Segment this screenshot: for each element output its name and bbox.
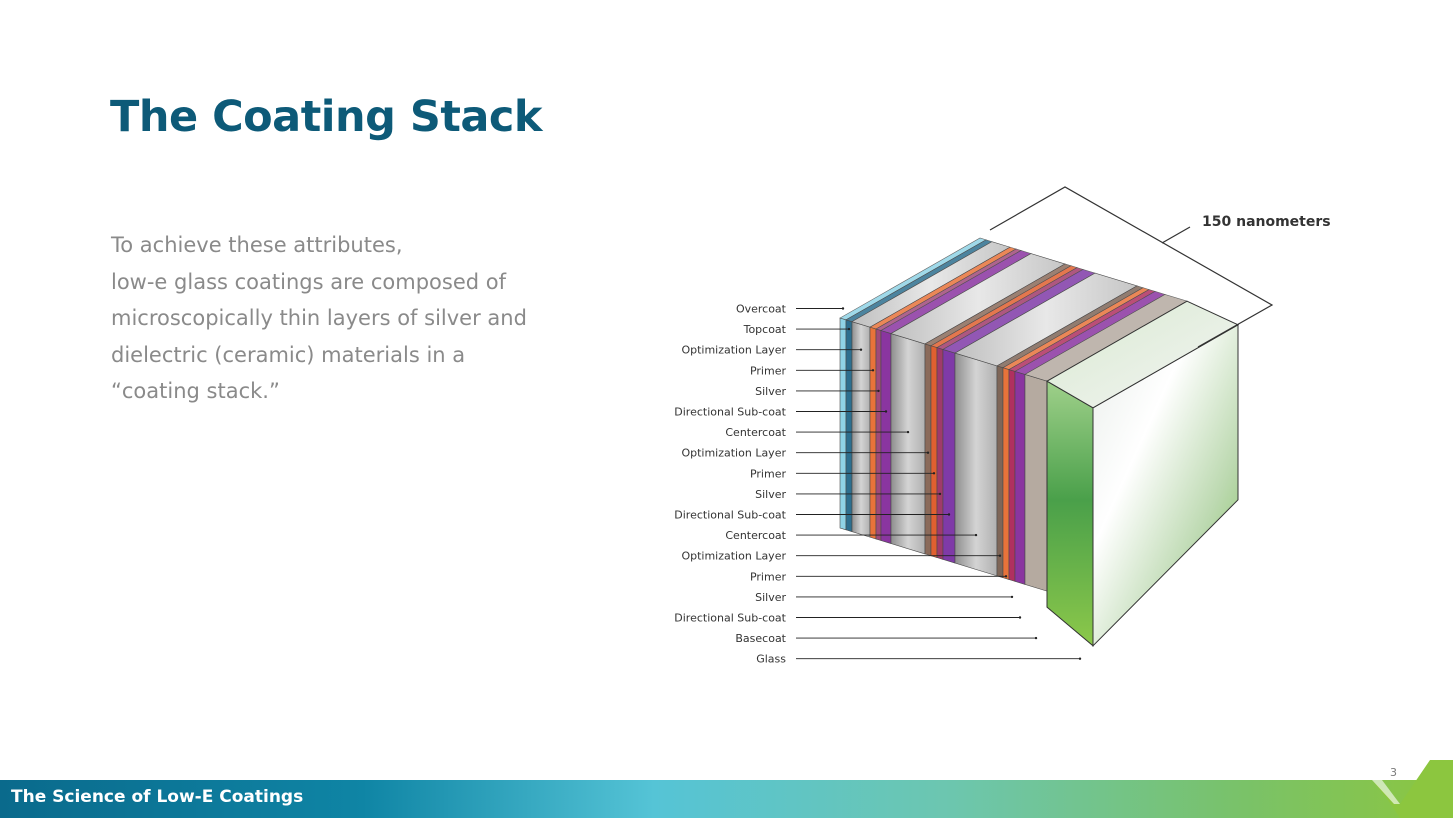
layer-slabs (839, 237, 1188, 592)
layer-label: Silver (755, 385, 786, 398)
leader-dot (974, 533, 978, 537)
layer-front-face (851, 321, 871, 538)
leader-dot (1034, 636, 1038, 640)
leader-dot (841, 307, 845, 310)
body-line: “coating stack.” (111, 379, 280, 403)
layer-front-face (890, 333, 926, 555)
body-line: low-e glass coatings are composed of (111, 269, 506, 294)
glass-block (1045, 300, 1240, 648)
layer-front-face (875, 328, 882, 541)
glass-edge-face (1046, 380, 1094, 647)
layer-front-face (996, 365, 1004, 579)
layer-label: Optimization Layer (681, 447, 786, 460)
footer-title: The Science of Low-E Coatings (11, 787, 304, 807)
leader-dot (871, 369, 875, 372)
layer-label: Overcoat (736, 303, 787, 316)
page-number: 3 (1390, 766, 1397, 779)
leader-dot (859, 348, 863, 351)
leader-dot (1004, 575, 1008, 578)
leader-dot (998, 554, 1002, 557)
layer-label: Centercoat (725, 426, 786, 439)
leader-lines (796, 307, 1082, 660)
leader-dot (932, 472, 936, 475)
leader-dot (877, 389, 880, 393)
layer-label: Silver (755, 591, 786, 604)
layer-front-face (880, 330, 892, 544)
layer-label: Primer (750, 570, 787, 583)
leader-dot (938, 492, 942, 496)
layer-front-face (1014, 370, 1026, 585)
layer-label: Basecoat (735, 632, 786, 645)
body-line: To achieve these attributes, (111, 233, 403, 257)
layer-front-face (954, 352, 998, 577)
layer-label: Centercoat (725, 529, 786, 542)
layer-label: Primer (750, 467, 787, 480)
layer-front-face (924, 343, 932, 557)
thickness-label: 150 nanometers (1202, 214, 1331, 230)
footer-band (0, 780, 1453, 818)
thickness-bracket-line (989, 186, 1274, 348)
layer-front-face (869, 326, 877, 540)
layer-front-face (845, 319, 853, 533)
leader-dot (1010, 595, 1014, 599)
layer-label: Optimization Layer (681, 344, 786, 357)
brand-checkmark-icon (1372, 760, 1453, 818)
layer-label: Glass (756, 653, 786, 666)
layer-label: Topcoat (743, 323, 787, 336)
layer-label: Directional Sub-coat (674, 612, 786, 625)
leader-dot (847, 327, 851, 331)
layer-front-face (942, 349, 956, 564)
layer-label: Primer (750, 364, 787, 377)
leader-dot (926, 451, 930, 454)
slide-title: The Coating Stack (110, 92, 542, 142)
layer-label: Silver (755, 488, 786, 501)
layer-front-face (1002, 367, 1010, 580)
leader-dot (906, 430, 910, 434)
body-line: dielectric (ceramic) materials in a (111, 342, 466, 367)
thickness-bracket-tick (1161, 226, 1191, 244)
leader-dot (947, 513, 951, 516)
thickness-bracket: 150 nanometers (989, 186, 1331, 348)
layer-front-face (1024, 374, 1048, 592)
body-text: To achieve these attributes, low-e glass… (111, 227, 581, 410)
layer-label: Optimization Layer (681, 550, 786, 563)
layer-front-face (936, 347, 944, 560)
layer-label: Directional Sub-coat (674, 509, 786, 522)
body-line: microscopically thin layers of silver an… (111, 306, 527, 330)
leader-dot (884, 410, 888, 413)
layer-front-face (930, 345, 938, 558)
layer-front-face (1008, 369, 1016, 582)
layer-label: Directional Sub-coat (674, 406, 786, 419)
leader-dot (1018, 616, 1022, 619)
leader-dot (1078, 657, 1082, 660)
